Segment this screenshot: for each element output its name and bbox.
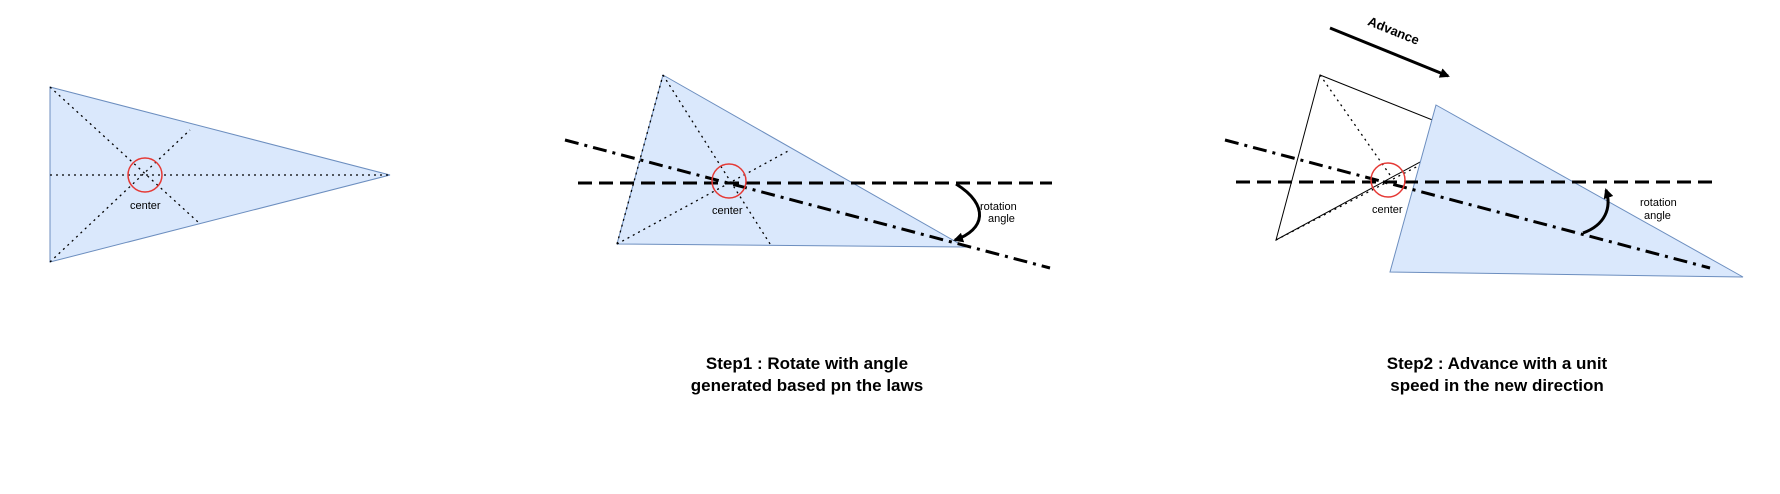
panel-2-rotation-arc-arrow — [953, 182, 981, 243]
panel-2-rotated-axis — [564, 138, 1051, 270]
panel-2-medians — [616, 74, 791, 248]
step2-caption-line2: speed in the new direction — [1390, 376, 1604, 395]
panel-1-medians — [49, 86, 390, 263]
panel-3-rotated-axis — [1224, 138, 1711, 270]
step1-caption: Step1 : Rotate with angle generated base… — [627, 353, 987, 397]
panel-3-advanced-triangle — [1389, 104, 1744, 278]
step1-caption-line1: Step1 : Rotate with angle — [705, 354, 909, 373]
step2-caption: Step2 : Advance with a unit speed in the… — [1317, 353, 1677, 397]
panel-2-rotation-label-line1: rotation — [980, 201, 1017, 213]
panel-3-rotation-label-line2: angle — [1644, 210, 1671, 222]
panel-2-center-label: center — [712, 205, 743, 217]
panel-1-center-marker — [127, 157, 163, 193]
step1-caption-line2: generated based pn the laws — [690, 376, 924, 395]
panel-1-center-label: center — [130, 200, 161, 212]
panel-3-center-marker — [1370, 162, 1406, 198]
panel-2-rotate: center rotation angle — [564, 74, 1052, 270]
panel-2-rotation-label-line2: angle — [988, 213, 1015, 225]
panel-2-triangle — [616, 74, 967, 248]
panel-2-center-marker — [711, 163, 747, 199]
panel-3-advance: center rotation angle Advance — [1224, 14, 1744, 278]
panel-3-rotation-label-line1: rotation — [1640, 197, 1677, 209]
panel-3-advance-arrow — [1329, 26, 1450, 78]
panel-3-ghost-medians — [1275, 74, 1421, 241]
panel-3-rotation-arc-arrow — [1582, 188, 1614, 235]
panel-1-original: center — [49, 86, 391, 263]
panel-3-advance-label: Advance — [1366, 14, 1422, 48]
step2-caption-line1: Step2 : Advance with a unit — [1386, 354, 1608, 373]
panel-3-center-label: center — [1372, 204, 1403, 216]
